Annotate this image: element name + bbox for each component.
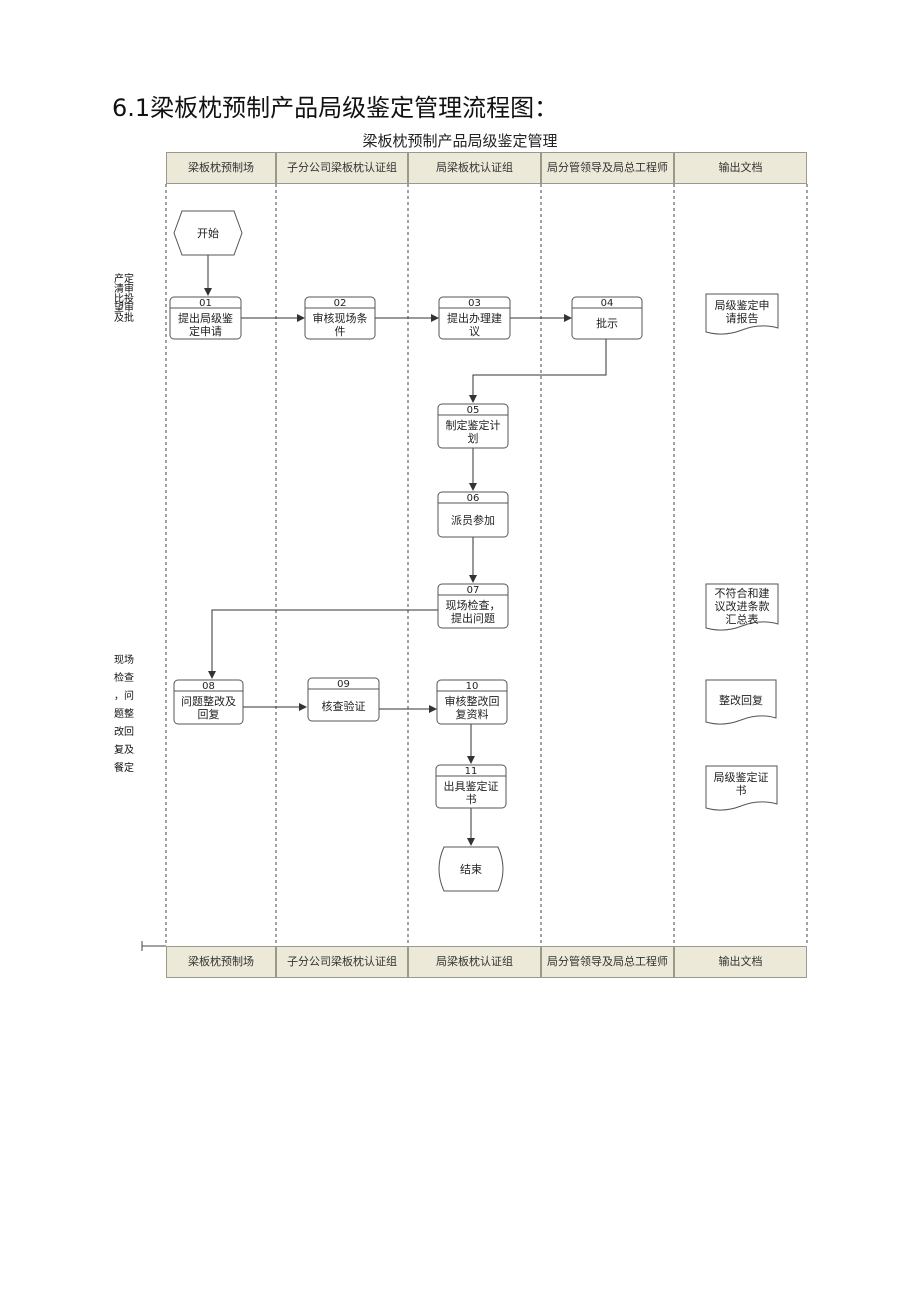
node-label: 提出问题 — [451, 611, 495, 625]
doc-label: 请报告 — [726, 311, 759, 325]
page-heading: 6.1梁板枕预制产品局级鉴定管理流程图： — [112, 94, 559, 122]
node-number: 03 — [468, 298, 481, 309]
node-label: 出具鉴定证 — [444, 779, 499, 793]
doc-label: 整改回复 — [719, 693, 763, 707]
node-number: 08 — [202, 681, 215, 692]
bottom-tick — [141, 941, 166, 951]
diagram-title: 梁板枕预制产品局级鉴定管理 — [362, 132, 558, 150]
process-node-04: 04 批示 — [571, 296, 643, 340]
node-number: 04 — [601, 298, 614, 309]
phase-label-line: 复及 — [114, 745, 134, 756]
lane-footer-bureau-group: 局梁板枕认证组 — [408, 946, 541, 978]
node-label: 现场检查， — [446, 598, 501, 612]
phase-label-line: 产定 — [114, 274, 134, 285]
phase-label-line: 比投 — [114, 294, 134, 305]
node-label: 派员参加 — [451, 513, 495, 527]
process-node-03: 03 提出办理建 议 — [438, 296, 511, 340]
node-label: 定申请 — [189, 324, 222, 338]
node-number: 01 — [199, 298, 212, 309]
node-number: 05 — [467, 405, 480, 416]
process-node-08: 08 问题整改及 回复 — [173, 679, 244, 725]
lane-footer-precast-yard: 梁板枕预制场 — [166, 946, 276, 978]
node-label: 批示 — [596, 316, 618, 330]
node-label: 复资料 — [456, 707, 489, 721]
doc-certificate: 局级鉴定证 书 — [705, 765, 778, 811]
phase-label-line: 改回 — [114, 727, 134, 738]
phase-label-line: 及批 — [114, 313, 134, 324]
lane-footer-output-docs: 输出文档 — [674, 946, 807, 978]
phase-label-line: 餐定 — [114, 763, 134, 774]
doc-nonconformity-summary: 不符合和建 议改进条款 汇总表 — [705, 583, 779, 631]
phase-label-line: 检查 — [114, 673, 134, 684]
doc-label: 书 — [736, 784, 747, 797]
lane-header-bureau-group: 局梁板枕认证组 — [408, 152, 541, 184]
node-label: 划 — [468, 432, 479, 445]
end-label: 结束 — [460, 863, 482, 876]
node-label: 审核整改回 — [445, 694, 500, 708]
start-node: 开始 — [173, 210, 243, 256]
phase-label-line: ，问 — [114, 691, 134, 702]
process-node-11: 11 出具鉴定证 书 — [435, 764, 507, 809]
node-label: 议 — [469, 325, 480, 338]
process-node-10: 10 审核整改回 复资料 — [436, 679, 508, 725]
node-label: 回复 — [198, 707, 220, 721]
node-number: 11 — [465, 766, 478, 777]
doc-label: 不符合和建 — [715, 586, 770, 600]
process-node-02: 02 审核现场条 件 — [304, 296, 376, 340]
process-node-07: 07 现场检查， 提出问题 — [437, 583, 509, 629]
node-number: 07 — [467, 585, 480, 596]
process-node-06: 06 派员参加 — [437, 491, 509, 538]
start-label: 开始 — [197, 226, 219, 240]
process-node-05: 05 制定鉴定计 划 — [437, 403, 509, 449]
process-node-01: 01 提出局级鉴 定申请 — [169, 296, 242, 340]
phase-label-line: 现场 — [114, 655, 134, 666]
doc-label: 汇总表 — [726, 612, 759, 626]
doc-application-report: 局级鉴定申 请报告 — [705, 293, 779, 335]
node-label: 问题整改及 — [181, 694, 236, 708]
doc-rectification-reply: 整改回复 — [705, 679, 777, 725]
doc-label: 议改进条款 — [715, 599, 770, 613]
doc-label: 局级鉴定申 — [715, 298, 770, 312]
phase-label-line: 清审 — [114, 284, 134, 295]
lane-header-leaders: 局分管领导及局总工程师 — [541, 152, 674, 184]
connectors — [204, 254, 607, 846]
process-node-09: 09 核查验证 — [307, 677, 380, 722]
lane-footer-subsidiary-group: 子分公司梁板枕认证组 — [276, 946, 408, 978]
node-label: 提出办理建 — [447, 311, 502, 325]
node-label: 书 — [466, 793, 477, 806]
node-number: 10 — [466, 681, 479, 692]
lane-footer-leaders: 局分管领导及局总工程师 — [541, 946, 674, 978]
node-label: 审核现场条 — [313, 311, 368, 325]
phase-label-line: 望审 — [114, 303, 134, 314]
lane-header-output-docs: 输出文档 — [674, 152, 807, 184]
node-label: 制定鉴定计 — [446, 418, 501, 432]
lane-header-subsidiary-group: 子分公司梁板枕认证组 — [276, 152, 408, 184]
end-node: 结束 — [438, 846, 504, 892]
node-number: 09 — [337, 679, 350, 690]
node-number: 06 — [467, 493, 480, 504]
node-number: 02 — [334, 298, 347, 309]
node-label: 核查验证 — [322, 699, 366, 713]
lane-dividers — [165, 184, 808, 946]
phase-label-line: 题整 — [114, 709, 134, 720]
doc-label: 局级鉴定证 — [714, 770, 769, 784]
node-label: 提出局级鉴 — [178, 311, 233, 325]
node-label: 件 — [335, 325, 346, 338]
lane-header-precast-yard: 梁板枕预制场 — [166, 152, 276, 184]
